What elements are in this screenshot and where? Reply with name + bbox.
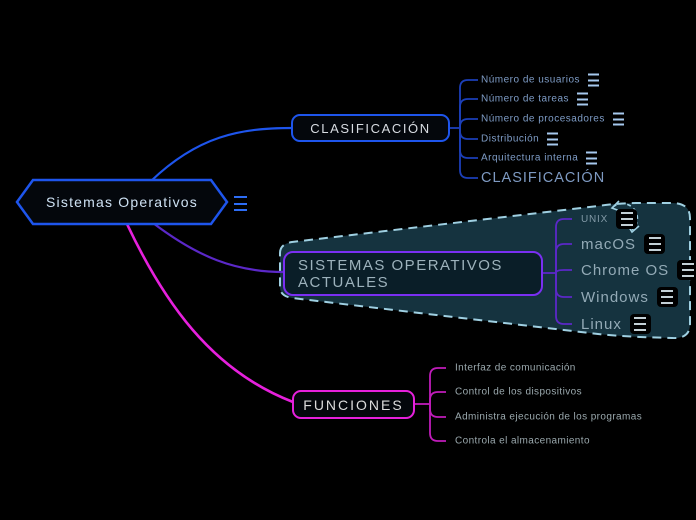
menu-icon[interactable] — [588, 73, 600, 87]
hamburger-icon — [620, 212, 633, 226]
child-label: Controla el almacenamiento — [455, 435, 590, 447]
child-label: Chrome OS — [581, 261, 670, 279]
child-label: Administra ejecución de los programas — [455, 411, 643, 423]
branch-label-line1: SISTEMAS OPERATIVOS — [298, 256, 503, 274]
branch-label: FUNCIONES — [303, 396, 404, 413]
child-topic[interactable]: Número de usuarios — [481, 73, 600, 87]
edges-clasificacion-children — [450, 79, 478, 179]
root-node[interactable]: Sistemas Operativos — [17, 180, 227, 224]
menu-icon[interactable] — [616, 209, 638, 229]
edges-actuales-children — [543, 218, 572, 325]
root-node-label: Sistemas Operativos — [46, 194, 198, 210]
child-topic[interactable]: macOS — [581, 234, 666, 254]
child-topic[interactable]: Número de tareas — [481, 92, 589, 106]
menu-icon[interactable] — [547, 132, 559, 146]
child-topic[interactable]: Número de procesadores — [481, 112, 624, 126]
child-topic[interactable]: Control de los dispositivos — [455, 387, 582, 398]
menu-icon[interactable] — [612, 112, 624, 126]
hamburger-icon — [648, 237, 661, 251]
child-topic[interactable]: Distribución — [481, 132, 559, 146]
child-label: Linux — [581, 315, 622, 333]
hamburger-icon — [661, 290, 674, 304]
child-topic[interactable]: Controla el almacenamiento — [455, 436, 590, 447]
child-label: Número de tareas — [481, 93, 570, 105]
edge-root-clasificacion — [150, 126, 293, 182]
child-label: Interfaz de comunicación — [455, 362, 576, 374]
child-label: Número de procesadores — [481, 113, 605, 125]
menu-icon[interactable] — [644, 234, 666, 254]
child-topic[interactable]: Windows — [581, 287, 678, 307]
child-topic[interactable]: Interfaz de comunicación — [455, 363, 576, 374]
child-label: Arquitectura interna — [481, 152, 579, 164]
child-label: UNIX — [581, 213, 609, 225]
edge-root-actuales — [152, 222, 285, 274]
root-menu-icon[interactable] — [234, 196, 247, 211]
child-label: macOS — [581, 235, 637, 253]
branch-node-actuales[interactable]: SISTEMAS OPERATIVOS ACTUALES — [283, 251, 543, 296]
menu-icon[interactable] — [577, 92, 589, 106]
child-label: Distribución — [481, 133, 540, 145]
root-node-shape[interactable] — [15, 178, 229, 226]
child-topic[interactable]: Arquitectura interna — [481, 151, 598, 165]
child-topic[interactable]: Administra ejecución de los programas — [455, 412, 642, 423]
menu-icon[interactable] — [586, 151, 598, 165]
menu-icon[interactable] — [677, 260, 696, 280]
child-label: CLASIFICACIÓN — [481, 170, 606, 186]
edge-root-funciones — [125, 223, 294, 404]
child-topic[interactable]: CLASIFICACIÓN — [481, 170, 605, 186]
hamburger-icon — [681, 263, 694, 277]
hamburger-icon — [634, 317, 647, 331]
menu-icon[interactable] — [629, 314, 651, 334]
child-topic[interactable]: Linux — [581, 314, 651, 334]
edges-funciones-children — [415, 367, 446, 442]
branch-label: CLASIFICACIÓN — [310, 120, 431, 136]
child-topic[interactable]: Chrome OS — [581, 260, 696, 280]
child-topic[interactable]: UNIX — [581, 209, 638, 229]
child-label: Windows — [581, 288, 649, 306]
menu-icon[interactable] — [656, 287, 678, 307]
child-label: Número de usuarios — [481, 74, 581, 86]
branch-node-clasificacion[interactable]: CLASIFICACIÓN — [291, 114, 450, 142]
child-label: Control de los dispositivos — [455, 386, 582, 398]
branch-node-funciones[interactable]: FUNCIONES — [292, 390, 415, 419]
branch-label-line2: ACTUALES — [298, 273, 390, 291]
